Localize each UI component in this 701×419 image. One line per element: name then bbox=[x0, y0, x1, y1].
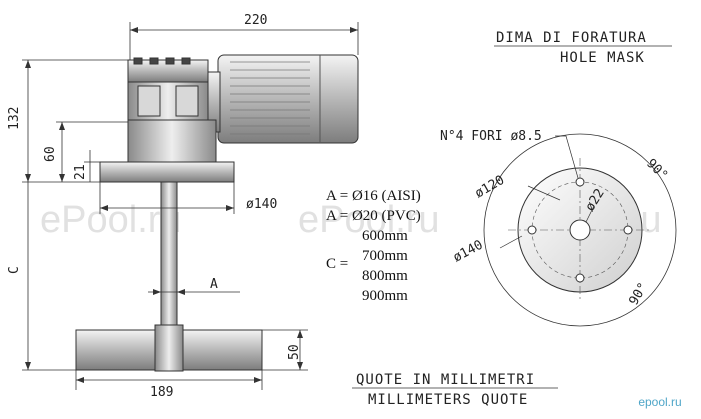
hole-mask-title: DIMA DI FORATURA HOLE MASK bbox=[494, 30, 672, 66]
support-column bbox=[127, 119, 217, 163]
motor-body bbox=[217, 54, 359, 144]
angle-bottom-label: 90° bbox=[626, 280, 651, 308]
dim-A-label: A bbox=[210, 277, 218, 292]
dim-60-label: 60 bbox=[43, 146, 58, 162]
outer-arc bbox=[483, 133, 677, 327]
bolt-hole-top bbox=[575, 177, 585, 187]
bolt-hole-right bbox=[623, 225, 633, 235]
units-note-en: MILLIMETERS QUOTE bbox=[368, 392, 528, 408]
spec-c-option-600: 600mm bbox=[362, 228, 408, 244]
spec-a-aisi: A = Ø16 (AISI) bbox=[326, 188, 421, 204]
watermark-center: ePool.ru bbox=[298, 199, 440, 241]
dim-189-label: 189 bbox=[150, 385, 173, 400]
dim-132-label: 132 bbox=[7, 107, 22, 130]
dim-220-label: 220 bbox=[244, 13, 267, 28]
mounting-flange bbox=[99, 161, 235, 183]
dimension-arrows bbox=[25, 27, 358, 383]
hole-mask-title-en: HOLE MASK bbox=[560, 50, 645, 66]
spec-c-label: C = bbox=[326, 256, 348, 272]
dia-140-label: ø140 bbox=[451, 238, 486, 266]
spec-table: A = Ø16 (AISI) A = Ø20 (PVC) C = 600mm 7… bbox=[326, 188, 421, 304]
center-hole bbox=[569, 219, 591, 241]
dim-21-label: 21 bbox=[73, 164, 88, 180]
dim-C-label: C bbox=[7, 266, 22, 274]
hole-mask-drawing bbox=[483, 133, 677, 327]
dimension-lines bbox=[22, 22, 359, 390]
epool-logo: epool.ru bbox=[629, 395, 691, 409]
units-note-it: QUOTE IN MILLIMETRI bbox=[356, 372, 535, 388]
mixer-side-view bbox=[75, 54, 359, 372]
spec-c-option-900: 900mm bbox=[362, 288, 408, 304]
impeller-shaft bbox=[160, 181, 178, 333]
spec-a-pvc: A = Ø20 (PVC) bbox=[326, 208, 421, 224]
top-bolts bbox=[133, 57, 191, 65]
blade-hub bbox=[154, 324, 184, 372]
spec-c-option-800: 800mm bbox=[362, 268, 408, 284]
spec-c-option-700: 700mm bbox=[362, 248, 408, 264]
units-note: QUOTE IN MILLIMETRI MILLIMETERS QUOTE bbox=[352, 372, 558, 408]
bolt-hole-left bbox=[527, 225, 537, 235]
angle-top-label: 90° bbox=[643, 156, 670, 183]
motor-fins bbox=[230, 61, 310, 135]
watermark-left: ePool.ru bbox=[40, 199, 182, 241]
bolt-hole-bottom bbox=[575, 273, 585, 283]
dim-50-label: 50 bbox=[287, 344, 302, 360]
holes-note: N°4 FORI ø8.5 bbox=[440, 129, 542, 144]
hole-mask-title-it: DIMA DI FORATURA bbox=[496, 30, 647, 46]
dim-flange-dia-label: ø140 bbox=[246, 197, 277, 212]
